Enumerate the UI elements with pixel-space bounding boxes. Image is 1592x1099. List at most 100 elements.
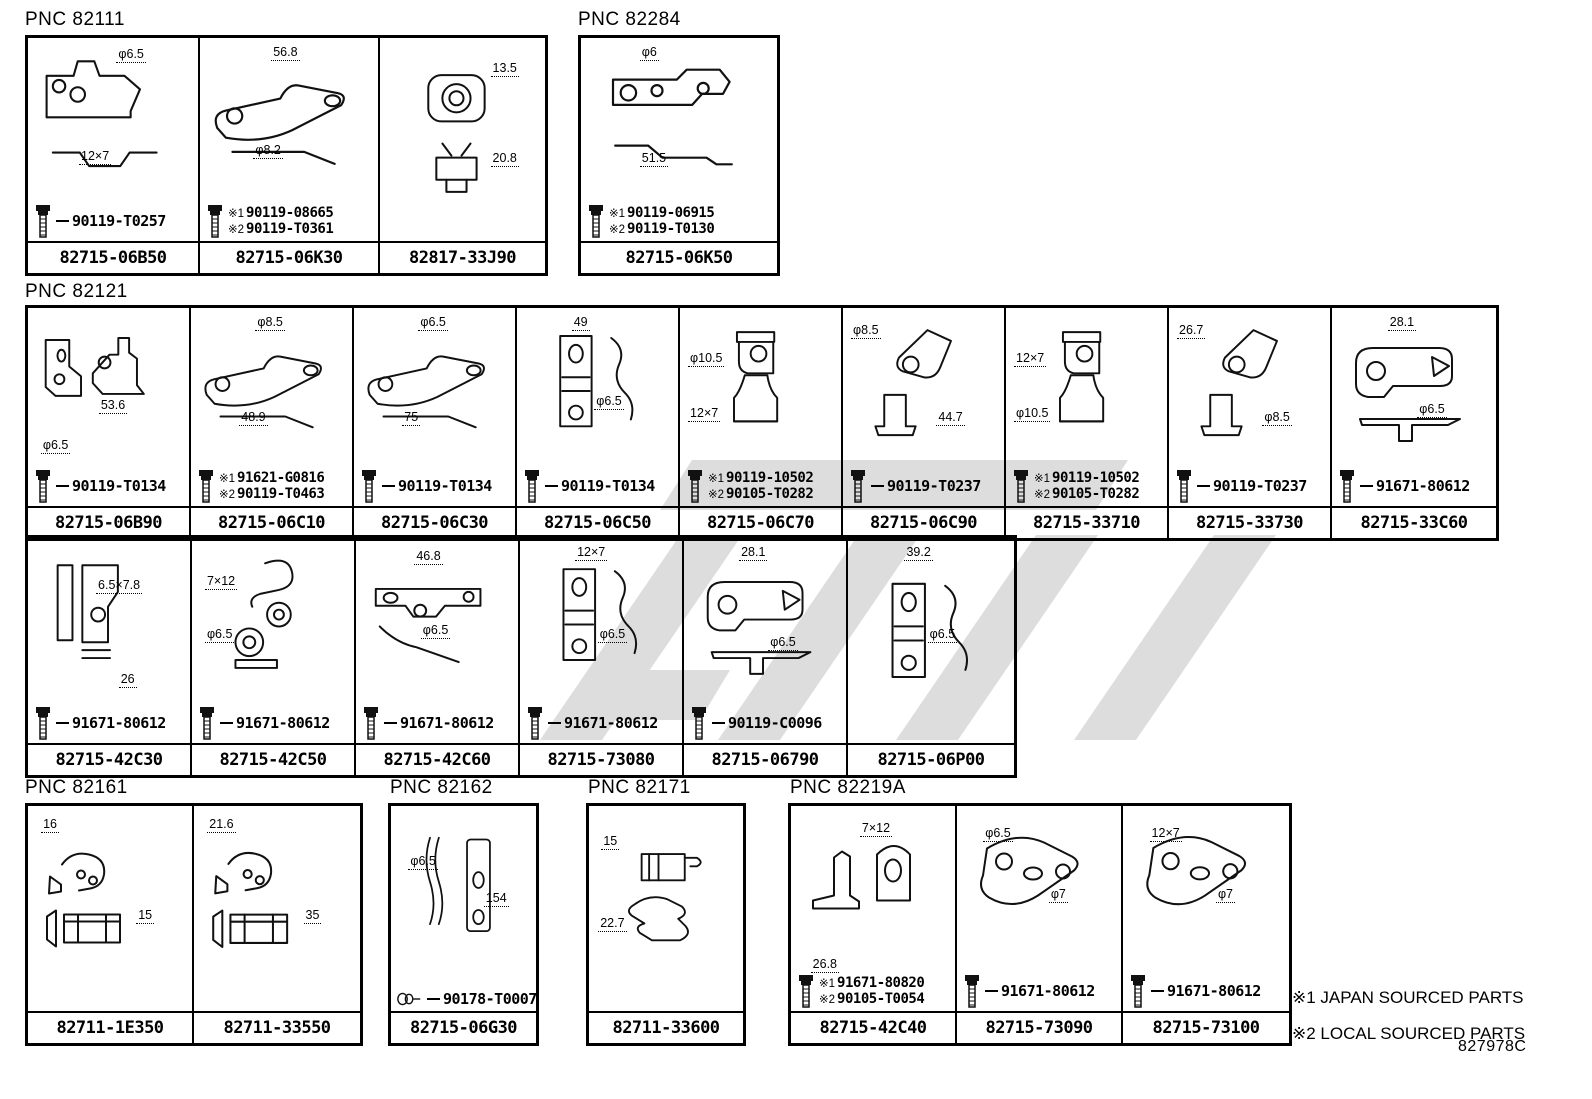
bolt-icon xyxy=(528,707,542,740)
dimension-label: 20.8 xyxy=(490,150,519,167)
dimension-label: 44.7 xyxy=(936,409,965,426)
part-number: 82715-06790 xyxy=(684,743,846,775)
fastener-number: 90119-T0463 xyxy=(237,486,325,502)
pnc-label-g82162: PNC 82162 xyxy=(390,777,493,798)
pnc-label-g82121a: PNC 82121 xyxy=(25,281,128,302)
leader-line xyxy=(871,485,884,487)
pnc-label-g82111: PNC 82111 xyxy=(25,9,125,30)
part-number: 82715-06P00 xyxy=(848,743,1014,775)
fastener-callout: 90119-C0096 xyxy=(689,706,822,740)
fastener-number: 90105-T0282 xyxy=(1052,486,1140,502)
part-sketch xyxy=(204,355,322,429)
leader-line xyxy=(56,722,69,724)
pnc-label-g82284: PNC 82284 xyxy=(578,9,681,30)
bolt-icon xyxy=(799,975,813,1008)
part-number: 82715-06C50 xyxy=(517,506,678,538)
fastener-callout: 91671-80612 xyxy=(525,706,658,740)
fastener-callout: 90119-T0237 xyxy=(848,469,981,503)
leader-line xyxy=(712,722,725,724)
fastener-line: 91671-80612 xyxy=(236,714,330,732)
fastener-number: 90105-T0282 xyxy=(726,486,814,502)
dimension-label: φ7 xyxy=(1048,887,1068,903)
part-drawing-area: φ6.5 75 90119-T0134 xyxy=(354,308,515,506)
fastener-line: 90119-T0134 xyxy=(72,477,166,495)
fastener-note: ※2 xyxy=(708,489,725,501)
bolt-icon xyxy=(688,470,702,503)
fastener-line: 91671-80612 xyxy=(400,714,494,732)
part-drawing-area: φ6.5 53.6 90119-T0134 xyxy=(28,308,189,506)
part-number: 82715-06G30 xyxy=(391,1011,536,1043)
fastener-number: 91671-80612 xyxy=(564,714,658,732)
fastener-line: 91671-80612 xyxy=(1376,477,1470,495)
dimension-label: 53.6 xyxy=(98,398,128,415)
part-number: 82715-06C10 xyxy=(191,506,352,538)
dimension-label: 46.8 xyxy=(414,549,443,566)
part-number: 82711-33550 xyxy=(194,1011,360,1043)
part-sketch xyxy=(733,331,779,423)
fastener-note: ※2 xyxy=(1034,489,1051,501)
fastener-line: 90119-T0237 xyxy=(1213,477,1307,495)
part-sketch xyxy=(46,852,121,948)
dimension-label: 26 xyxy=(118,672,137,689)
dimension-label: 49 xyxy=(571,314,590,331)
part-sketch xyxy=(56,564,119,660)
dimension-label: 22.7 xyxy=(598,915,627,932)
fastener-number: 91671-80612 xyxy=(1167,982,1261,1000)
dimension-label: φ6.5 xyxy=(1417,402,1447,419)
fastener-callout: 91671-80612 xyxy=(33,706,166,740)
dimension-label: φ7 xyxy=(1215,887,1236,903)
part-number: 82715-73100 xyxy=(1123,1011,1289,1043)
dimension-label: φ6.5 xyxy=(40,437,71,454)
part-number: 82715-06K50 xyxy=(581,241,777,273)
fastener-note: ※1 xyxy=(609,208,626,220)
fastener-line: 90119-T0237 xyxy=(887,477,981,495)
fastener-note: ※2 xyxy=(228,224,245,236)
fastener-callout: 90119-T0134 xyxy=(359,469,492,503)
dimension-label: φ6.5 xyxy=(418,314,448,331)
fastener-number: 90119-T0130 xyxy=(627,221,715,237)
fastener-note: ※2 xyxy=(819,994,836,1006)
bolt-icon xyxy=(1177,470,1191,503)
bolt-icon xyxy=(692,707,706,740)
leader-line xyxy=(220,722,233,724)
dimension-label: φ10.5 xyxy=(688,350,725,367)
dimension-label: φ6.5 xyxy=(768,635,798,652)
fastener-callout: 91671-80612 xyxy=(361,706,494,740)
dimension-label: 75 xyxy=(402,409,421,426)
dimension-label: 7×12 xyxy=(859,821,893,838)
fastener-number: 91671-80612 xyxy=(1376,477,1470,495)
part-sketch xyxy=(562,568,638,662)
fastener-number: 90119-T0361 xyxy=(246,221,334,237)
part-number: 82715-06C70 xyxy=(680,506,841,538)
leader-line xyxy=(1197,485,1210,487)
leader-line xyxy=(985,990,998,992)
dimension-label: 7×12 xyxy=(204,573,238,590)
dimension-label: 15 xyxy=(601,833,620,850)
